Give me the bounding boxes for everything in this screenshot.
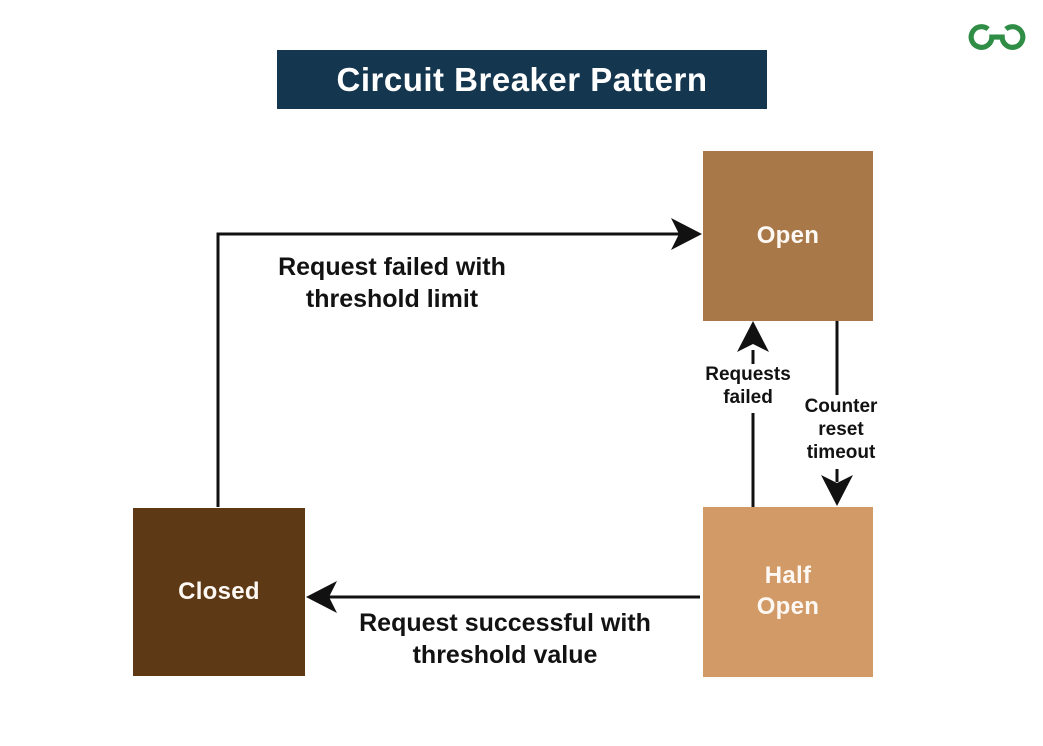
edge-label-request-failed-line2: threshold limit — [305, 285, 479, 313]
edge-label-request-failed: Request failed with threshold limit — [242, 251, 542, 315]
edge-label-request-successful-line2: threshold value — [412, 641, 598, 669]
edge-label-requests-failed: Requests failed — [672, 363, 824, 409]
edge-label-counter-reset-line1: Counter — [804, 396, 878, 417]
arrowhead-into-halfopen-top — [821, 475, 853, 506]
edge-label-counter-reset-timeout: Counter reset timeout — [766, 395, 916, 465]
edge-label-request-failed-line1: Request failed with — [278, 253, 506, 281]
state-node-half-open-label-line1: Half — [764, 562, 812, 590]
state-node-closed-label: Closed — [178, 577, 260, 605]
arrowhead-into-open-left — [671, 218, 702, 250]
edge-label-request-successful: Request successful with threshold value — [355, 607, 655, 671]
page-title-text: Circuit Breaker Pattern — [336, 60, 708, 98]
state-node-half-open-label-line2: Open — [756, 593, 820, 620]
edge-label-requests-failed-line1: Requests — [705, 364, 791, 385]
arrowhead-into-closed-right — [306, 581, 337, 613]
state-node-open: Open — [703, 151, 873, 321]
state-node-closed: Closed — [133, 508, 305, 676]
logo-right-g — [996, 24, 1026, 50]
logo-left-g — [968, 24, 998, 50]
arrowhead-into-open-bottom — [737, 321, 769, 352]
edge-label-requests-failed-line2: failed — [723, 387, 773, 409]
geeksforgeeks-logo-icon — [968, 24, 1026, 50]
edge-label-counter-reset-line3: timeout — [806, 442, 876, 464]
page-title: Circuit Breaker Pattern — [277, 50, 767, 109]
state-node-half-open: Half Open — [703, 507, 873, 677]
state-node-open-label: Open — [756, 221, 820, 249]
edge-label-counter-reset-line2: reset — [818, 419, 864, 441]
edge-label-request-successful-line1: Request successful with — [359, 609, 651, 637]
